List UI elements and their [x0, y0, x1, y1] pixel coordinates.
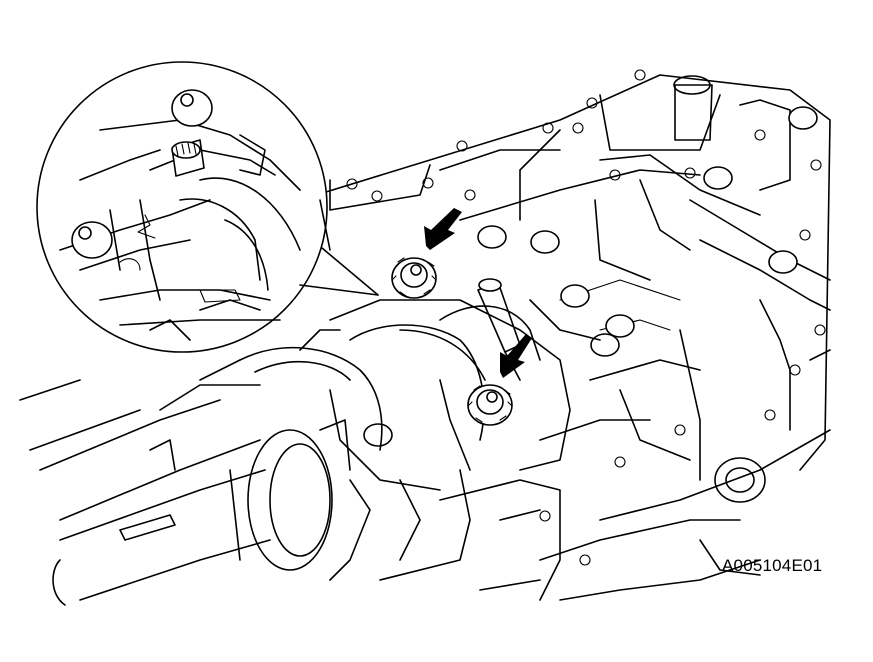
head-bolts — [363, 106, 818, 447]
sensor-bolt-upper — [391, 257, 437, 299]
mounting-holes — [346, 69, 826, 566]
left-housing — [19, 199, 331, 401]
sensor-bolt-lower — [467, 384, 513, 426]
camshaft-sprocket — [29, 399, 351, 606]
figure-reference-code: A005104E01 — [722, 556, 823, 575]
detail-callout — [36, 61, 379, 353]
arrow-down-left-icon — [424, 208, 462, 250]
cylinder-block — [439, 479, 561, 601]
camshaft-assembly — [159, 278, 601, 581]
cylinder-head-body — [299, 74, 831, 601]
arrow-down-left-icon — [500, 334, 532, 378]
